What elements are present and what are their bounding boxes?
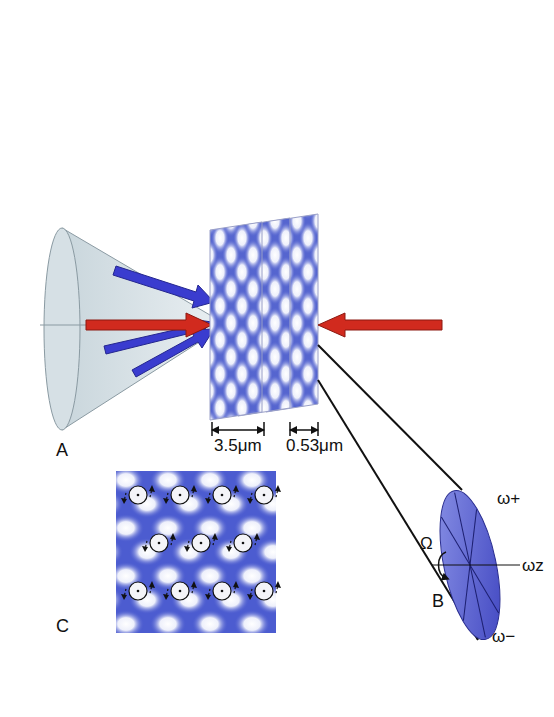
figure-label: 3.5μm [214, 437, 262, 454]
figure-label: C [56, 617, 69, 635]
figure-label: ωz [522, 557, 544, 574]
figure-label: Ω [420, 535, 433, 552]
figure-label: 0.53μm [286, 437, 343, 454]
figure-label: B [432, 592, 444, 610]
figure-label: ω+ [497, 490, 520, 507]
figure-label: A [56, 441, 68, 459]
figure-label: ω− [492, 628, 515, 645]
